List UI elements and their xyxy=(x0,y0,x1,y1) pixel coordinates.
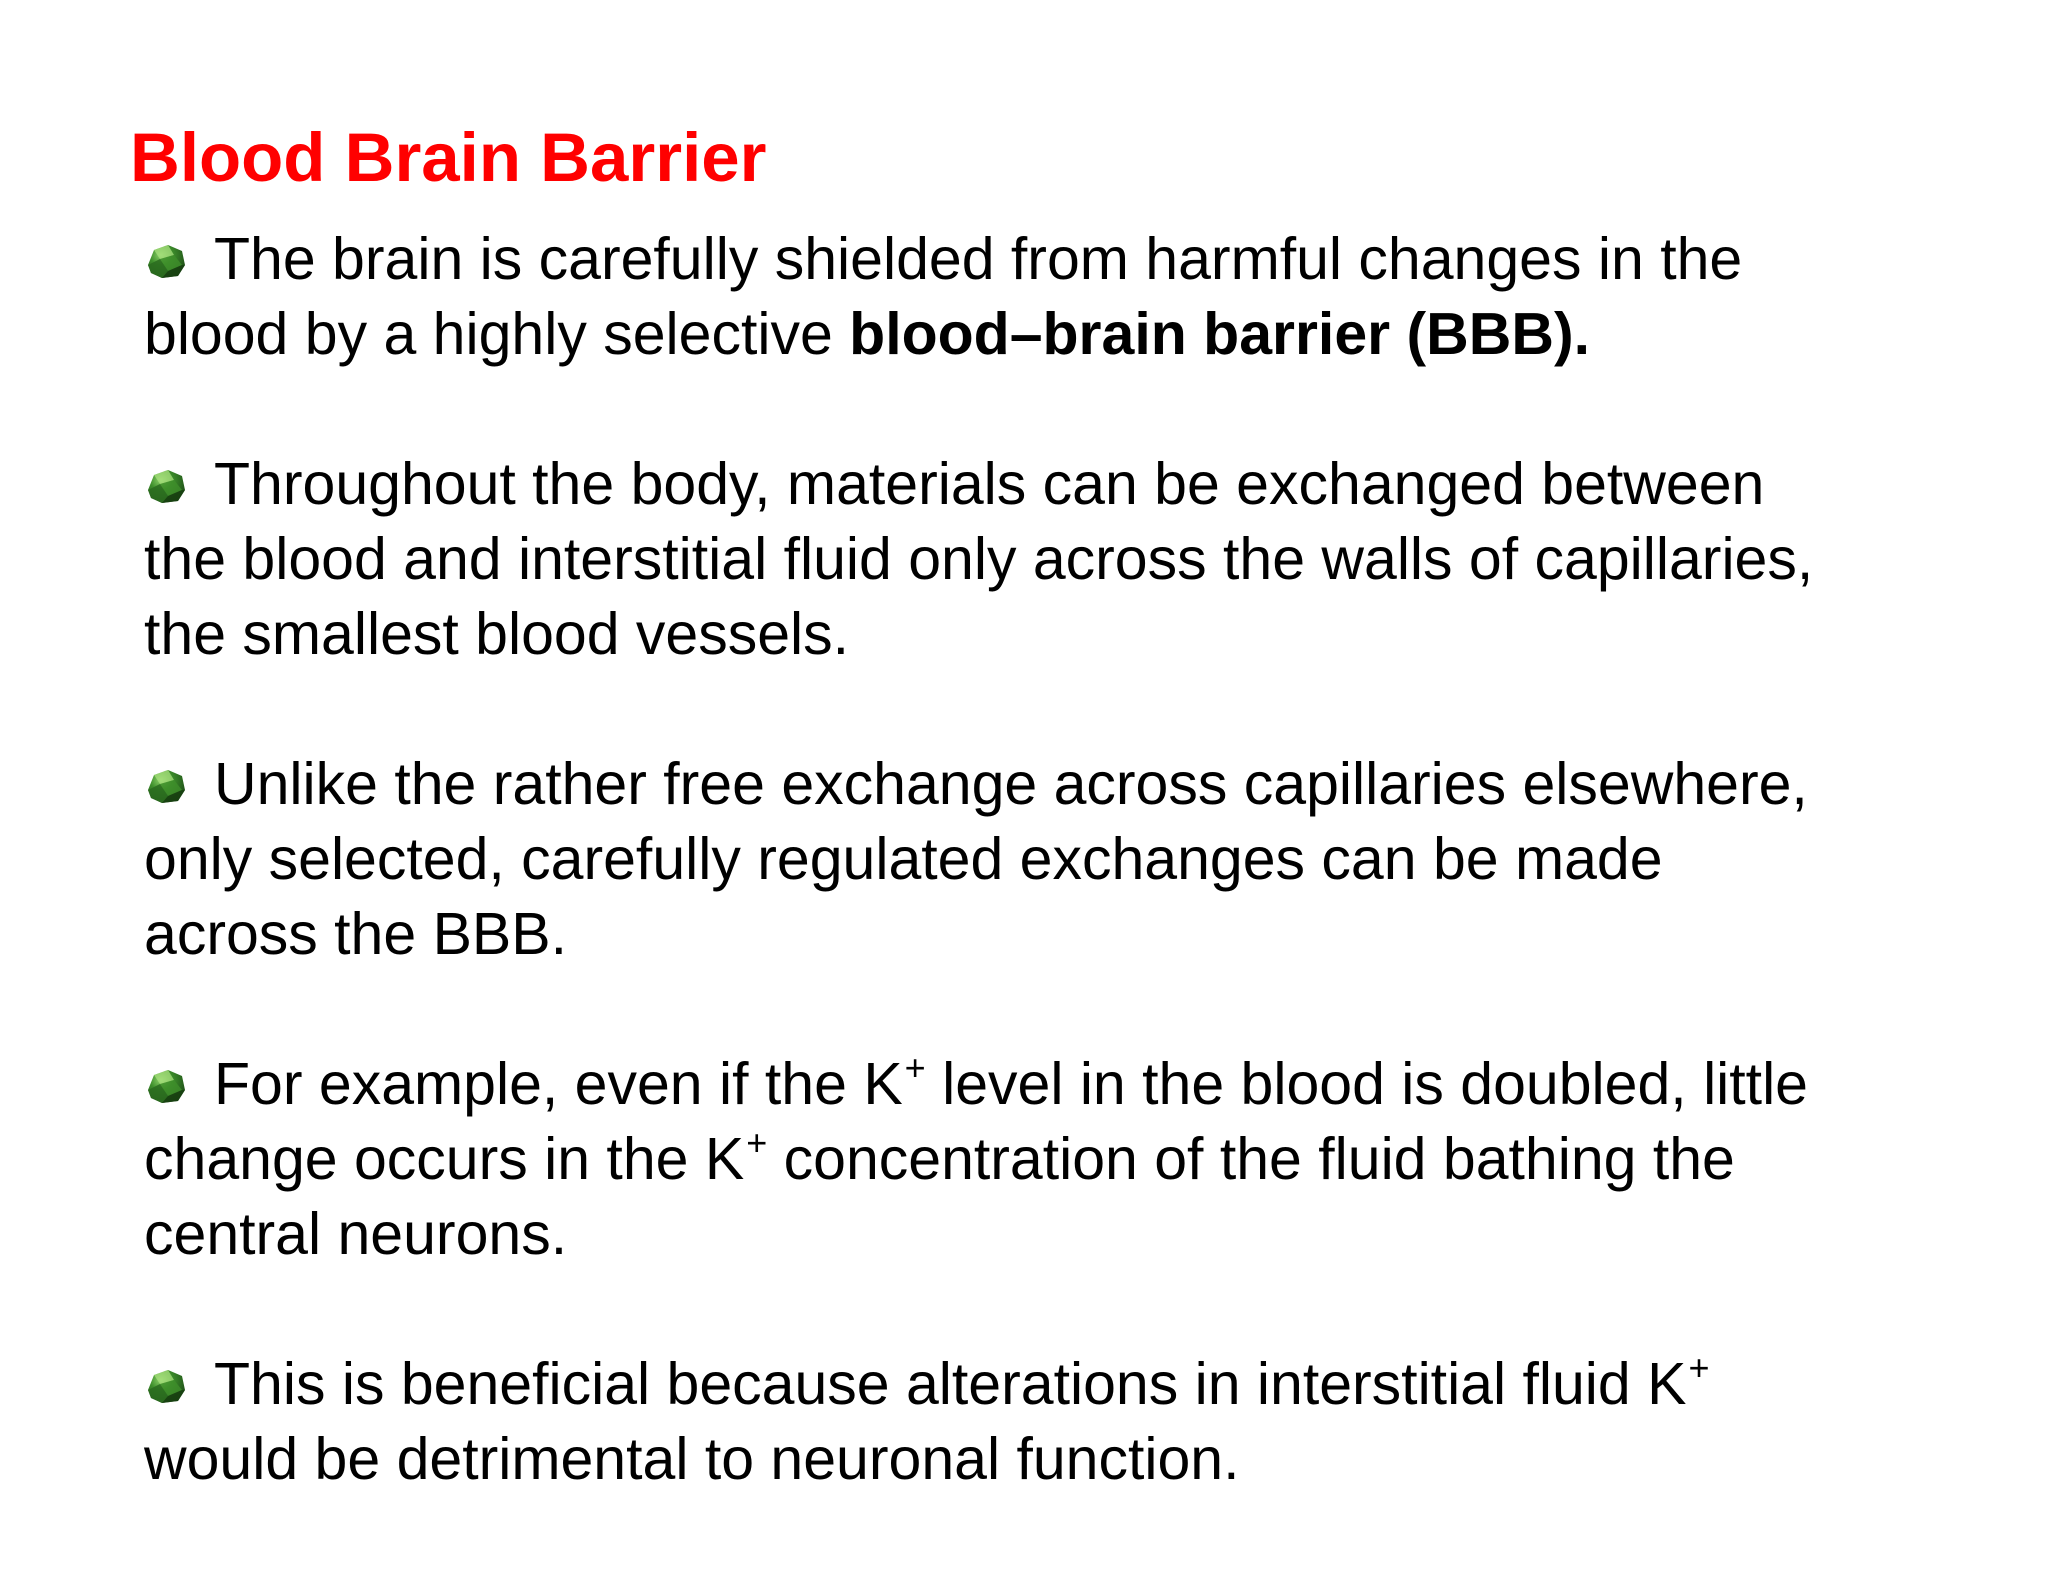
bullet-line: across the BBB. xyxy=(144,901,568,967)
green-gem-bullet-icon xyxy=(144,766,188,806)
bullet-line: The brain is carefully shielded from har… xyxy=(144,222,2004,297)
superscript-plus: + xyxy=(904,1047,926,1088)
bullet-line: change occurs in the K+ concentration of… xyxy=(144,1122,2004,1197)
bullet-line: blood by a highly selective blood–brain … xyxy=(144,297,2004,372)
bullet-line: would be detrimental to neuronal functio… xyxy=(144,1426,1240,1492)
green-gem-bullet-icon xyxy=(144,1366,188,1406)
bbb-term: blood–brain barrier (BBB). xyxy=(849,301,1590,367)
superscript-plus: + xyxy=(1688,1347,1710,1388)
bullet-text: The brain is carefully shielded from har… xyxy=(214,226,1743,292)
bullet-text: For example, even if the K xyxy=(214,1051,903,1117)
bullet-text: Unlike the rather free exchange across c… xyxy=(214,751,1808,817)
bullet-text: blood by a highly selective xyxy=(144,301,850,367)
bullet-text: This is beneficial because alterations i… xyxy=(214,1351,1687,1417)
bullet-line: the smallest blood vessels. xyxy=(144,601,850,667)
bullet-line: Unlike the rather free exchange across c… xyxy=(144,747,2004,822)
bullet-item-capillary-exchange: Throughout the body, materials can be ex… xyxy=(144,447,2004,672)
bullet-line: For example, even if the K+ level in the… xyxy=(144,1047,2004,1122)
bullet-text: change occurs in the K xyxy=(144,1126,745,1192)
green-gem-bullet-icon xyxy=(144,1066,188,1106)
bullet-line: the blood and interstitial fluid only ac… xyxy=(144,526,1814,592)
bullet-list: The brain is carefully shielded from har… xyxy=(144,222,2004,1497)
bullet-item-bbb-definition: The brain is carefully shielded from har… xyxy=(144,222,2004,372)
bullet-item-benefit: This is beneficial because alterations i… xyxy=(144,1347,2004,1497)
bullet-line: central neurons. xyxy=(144,1201,568,1267)
green-gem-bullet-icon xyxy=(144,466,188,506)
bullet-line: Throughout the body, materials can be ex… xyxy=(144,447,2004,522)
bullet-item-selective-exchange: Unlike the rather free exchange across c… xyxy=(144,747,2004,972)
bullet-text: level in the blood is doubled, little xyxy=(925,1051,1808,1117)
bullet-text: concentration of the fluid bathing the xyxy=(767,1126,1735,1192)
slide-title: Blood Brain Barrier xyxy=(130,119,767,196)
green-gem-bullet-icon xyxy=(144,241,188,281)
bullet-text: Throughout the body, materials can be ex… xyxy=(214,451,1765,517)
bullet-line: only selected, carefully regulated excha… xyxy=(144,826,1663,892)
bullet-line: This is beneficial because alterations i… xyxy=(144,1347,2004,1422)
bullet-item-potassium-example: For example, even if the K+ level in the… xyxy=(144,1047,2004,1272)
superscript-plus: + xyxy=(746,1122,768,1163)
